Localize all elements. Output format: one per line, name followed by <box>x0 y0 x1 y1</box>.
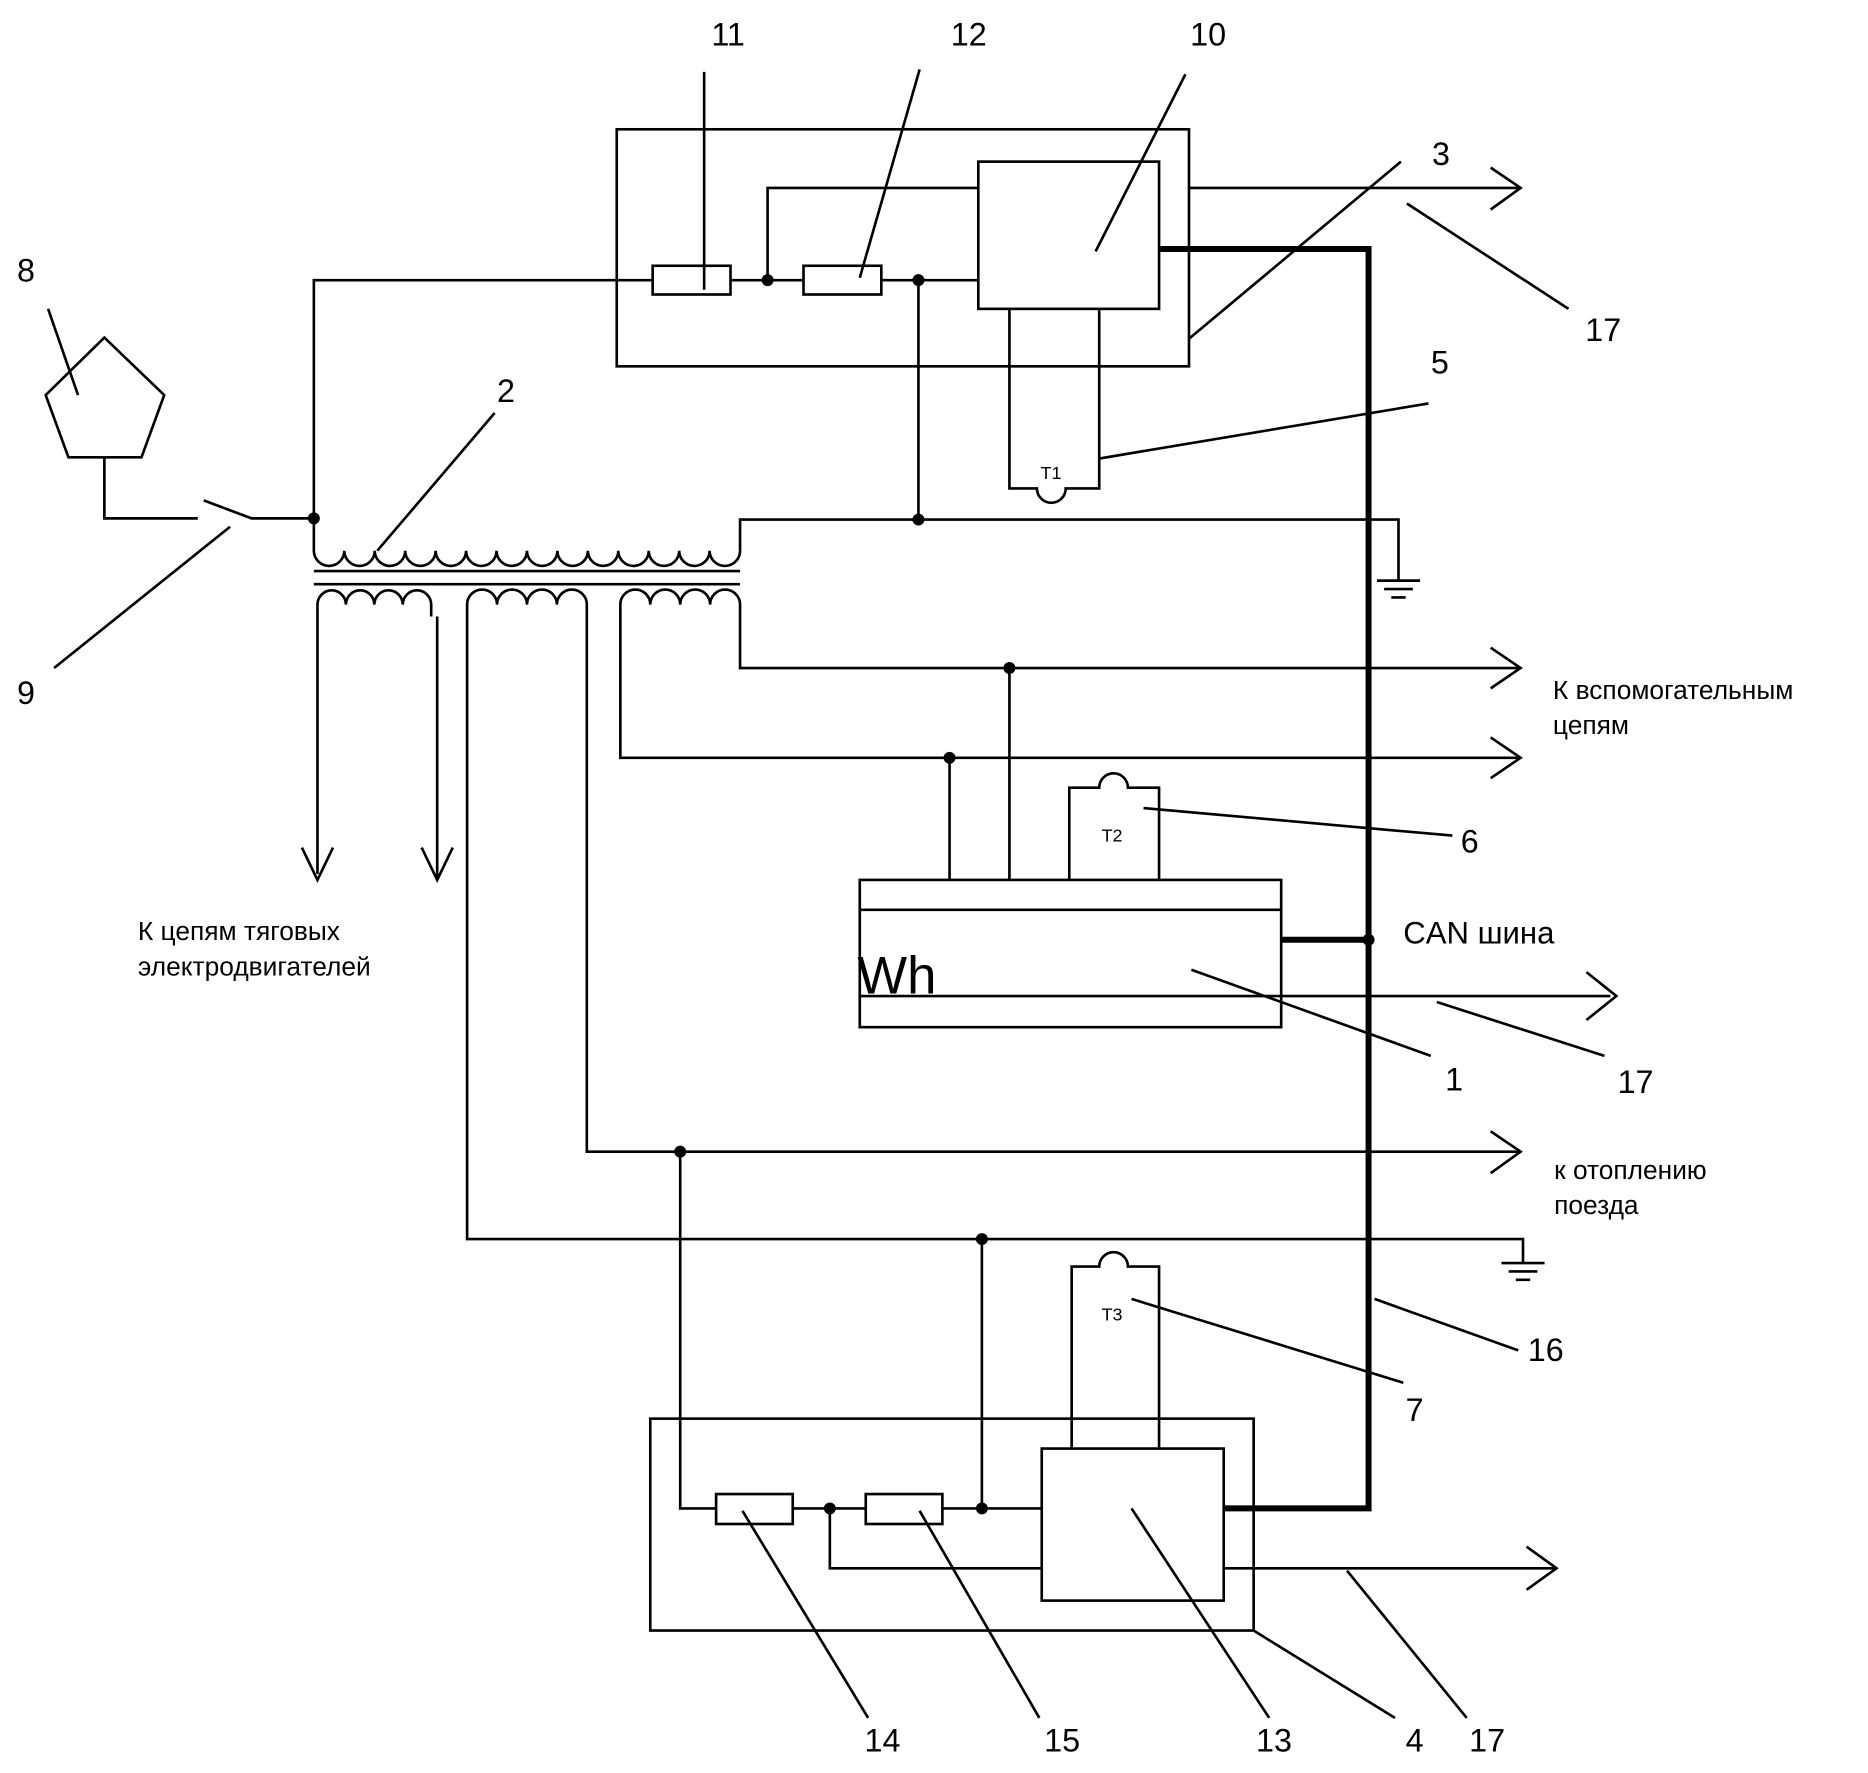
label-17: 17 <box>1469 1722 1505 1758</box>
wire-bottom <box>680 1152 1042 1569</box>
block-3 <box>617 129 1189 366</box>
primary-winding <box>314 518 740 566</box>
traction-outputs <box>302 617 453 880</box>
junction <box>1363 934 1375 946</box>
label-17: 17 <box>1585 312 1621 348</box>
ground-icon <box>1501 1263 1544 1280</box>
label-4: 4 <box>1406 1722 1424 1758</box>
ground-icon <box>1377 581 1420 598</box>
main-switch-9 <box>104 457 314 518</box>
resistor-15 <box>866 1494 943 1524</box>
transformer-core <box>314 571 740 584</box>
secondary-winding-traction <box>317 590 431 616</box>
meter-symbol: Wh <box>857 947 936 1006</box>
output-arrow-17-bottom <box>1224 1547 1557 1590</box>
traction-label-line1: К цепям тяговых <box>138 916 340 946</box>
aux-label-line2: цепям <box>1553 710 1629 740</box>
output-arrow-17-top <box>1189 168 1521 210</box>
label-10: 10 <box>1190 16 1226 52</box>
label-13: 13 <box>1256 1722 1292 1758</box>
label-7: 7 <box>1406 1392 1424 1428</box>
label-1: 1 <box>1445 1062 1463 1098</box>
aux-label-line1: К вспомогательным <box>1553 675 1793 705</box>
heating-label-line1: к отоплению <box>1554 1155 1707 1185</box>
label-12: 12 <box>951 16 987 52</box>
heating-label-line2: поезда <box>1554 1190 1639 1220</box>
aux-wires <box>620 617 1520 779</box>
label-17: 17 <box>1618 1064 1654 1100</box>
label-14: 14 <box>865 1722 901 1758</box>
secondary-winding-heating <box>467 590 587 617</box>
label-16: 16 <box>1528 1332 1564 1368</box>
junctions <box>308 274 1016 1514</box>
block-10 <box>978 162 1159 309</box>
traction-label-line2: электродвигателей <box>138 952 371 982</box>
t3-label: T3 <box>1102 1304 1123 1324</box>
label-2: 2 <box>497 373 515 409</box>
can-bus-label: CAN шина <box>1403 915 1555 950</box>
label-9: 9 <box>17 675 35 711</box>
t1-label: T1 <box>1041 463 1062 483</box>
primary-return <box>740 520 1398 581</box>
label-11: 11 <box>711 16 745 52</box>
wire-top <box>314 188 978 520</box>
label-5: 5 <box>1431 345 1449 381</box>
label-15: 15 <box>1044 1722 1080 1758</box>
block-13 <box>1042 1449 1224 1601</box>
resistor-12 <box>804 266 882 295</box>
label-6: 6 <box>1461 823 1479 859</box>
secondary-winding-aux <box>620 590 740 617</box>
label-8: 8 <box>17 252 35 288</box>
meter-inputs <box>950 668 1010 880</box>
label-3: 3 <box>1432 136 1450 172</box>
resistor-14 <box>716 1494 793 1524</box>
t2-label: T2 <box>1102 826 1123 846</box>
resistor-11 <box>653 266 731 295</box>
